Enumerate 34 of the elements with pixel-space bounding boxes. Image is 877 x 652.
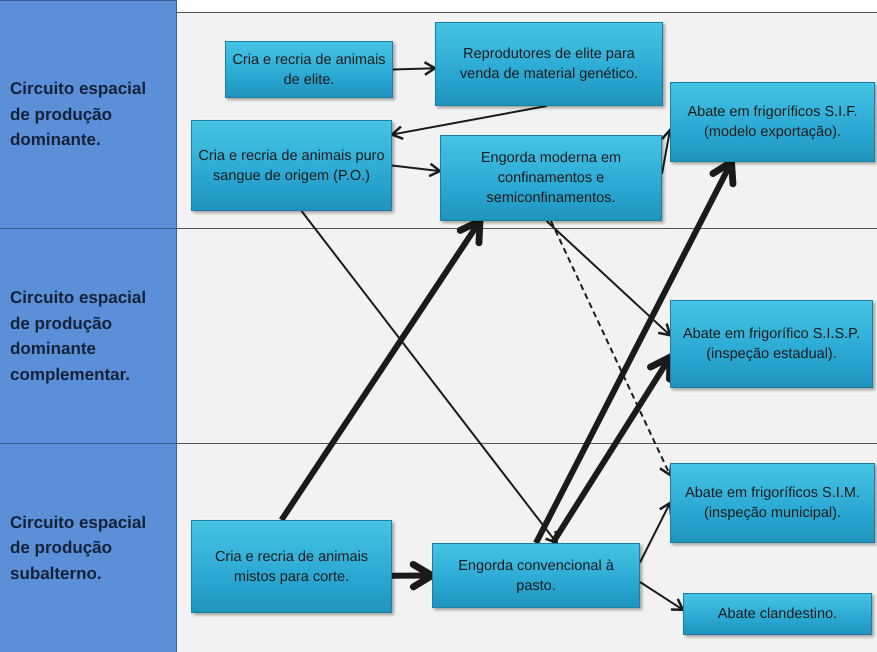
box-text: Abate em frigoríficos S.I.F. (modelo exportação).: [686, 103, 859, 142]
arrow: [639, 581, 684, 612]
row-title: Circuito espacial de produção dominante.: [10, 78, 148, 152]
box-text: Engorda moderna em confinamentos e semiconfinamentos.: [480, 149, 622, 208]
box-text: Cria e recria de animais puro sangue de origem (P.O.): [198, 146, 385, 186]
process-box: [683, 593, 872, 635]
process-box: [440, 135, 662, 221]
process-box: [670, 82, 875, 162]
process-box: [435, 22, 663, 106]
box-text: Cria e recria de animais mistos para corte.: [214, 548, 370, 586]
arrow: [550, 220, 673, 476]
box-text: Abate em frigorífico S.I.S.P. (inspeção estadual).: [682, 325, 862, 364]
row-title: Circuito espacial de produção subalterno.: [10, 512, 148, 585]
box-text: Abate clandestino.: [718, 605, 838, 624]
box-text: Engorda convencional à pasto.: [457, 556, 615, 596]
row-header: [0, 228, 177, 443]
arrow: [392, 60, 436, 76]
process-box: [432, 543, 640, 608]
arrow: [639, 502, 672, 563]
process-box: [191, 520, 392, 613]
arrow: [546, 220, 672, 336]
box-text: Cria e recria de animais de elite.: [232, 50, 386, 90]
process-box: [225, 41, 393, 98]
process-box: [670, 463, 875, 543]
process-box: [670, 300, 873, 388]
process-box: [191, 120, 392, 211]
row-header: [0, 443, 177, 652]
row-header: [0, 0, 177, 228]
box-text: Abate em frigoríficos S.I.M. (inspeção municipal).: [684, 484, 861, 523]
box-text: Reprodutores de elite para venda de material genético.: [458, 45, 640, 84]
row-title: Circuito espacial de produção dominante complementar.: [10, 287, 148, 386]
arrow: [390, 105, 547, 140]
arrow: [392, 162, 442, 178]
arrow: [300, 210, 558, 544]
